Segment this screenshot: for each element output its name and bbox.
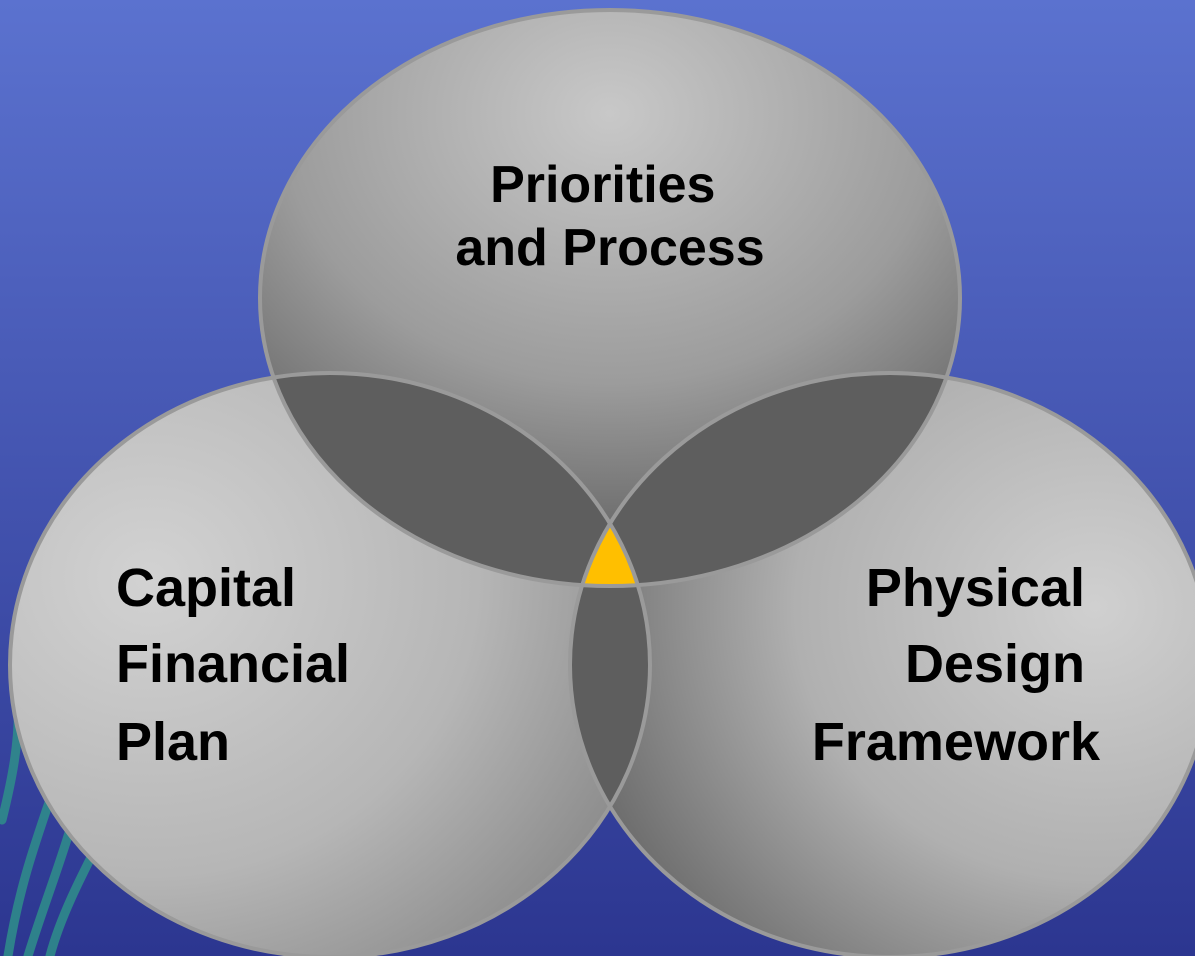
label-top: Priorities and Process	[455, 156, 764, 277]
label-right: Physical Design Framework	[812, 558, 1101, 772]
circle-outlines	[8, 8, 1195, 956]
overlap-top-left	[260, 373, 650, 586]
overlap-top-right	[570, 373, 960, 586]
label-left: Capital Financial Plan	[116, 558, 365, 772]
